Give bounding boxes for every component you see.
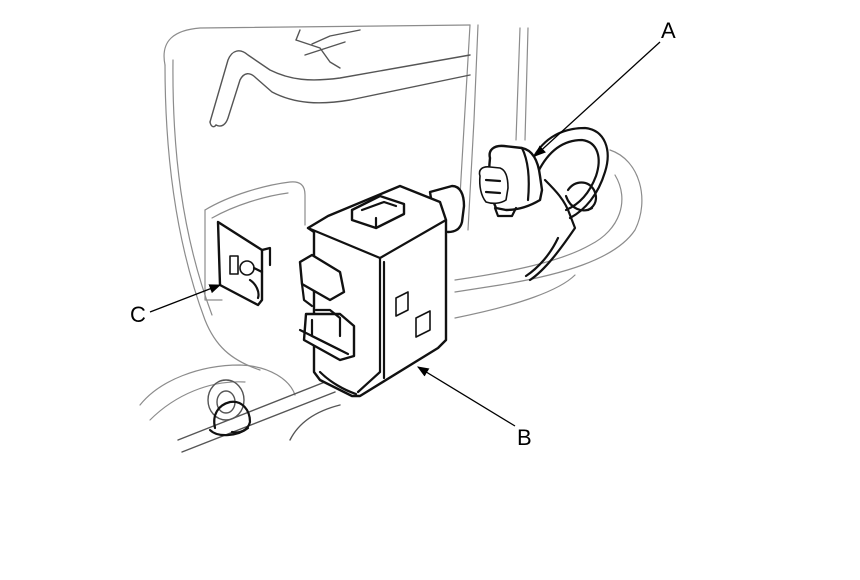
callout-leaders (149, 41, 661, 427)
callout-label-c: C (130, 302, 146, 327)
control-unit-b (298, 184, 466, 398)
connector-a (478, 126, 609, 282)
mounting-bracket-c (216, 220, 272, 307)
callout-label-b: B (517, 425, 532, 450)
callout-label-a: A (661, 18, 676, 43)
top-handle (209, 29, 471, 128)
lower-wiring-harness (139, 364, 341, 453)
leader-line-a (534, 41, 661, 157)
leader-line-c (149, 284, 222, 313)
leader-line-b (417, 366, 516, 427)
background-housing (163, 24, 643, 371)
